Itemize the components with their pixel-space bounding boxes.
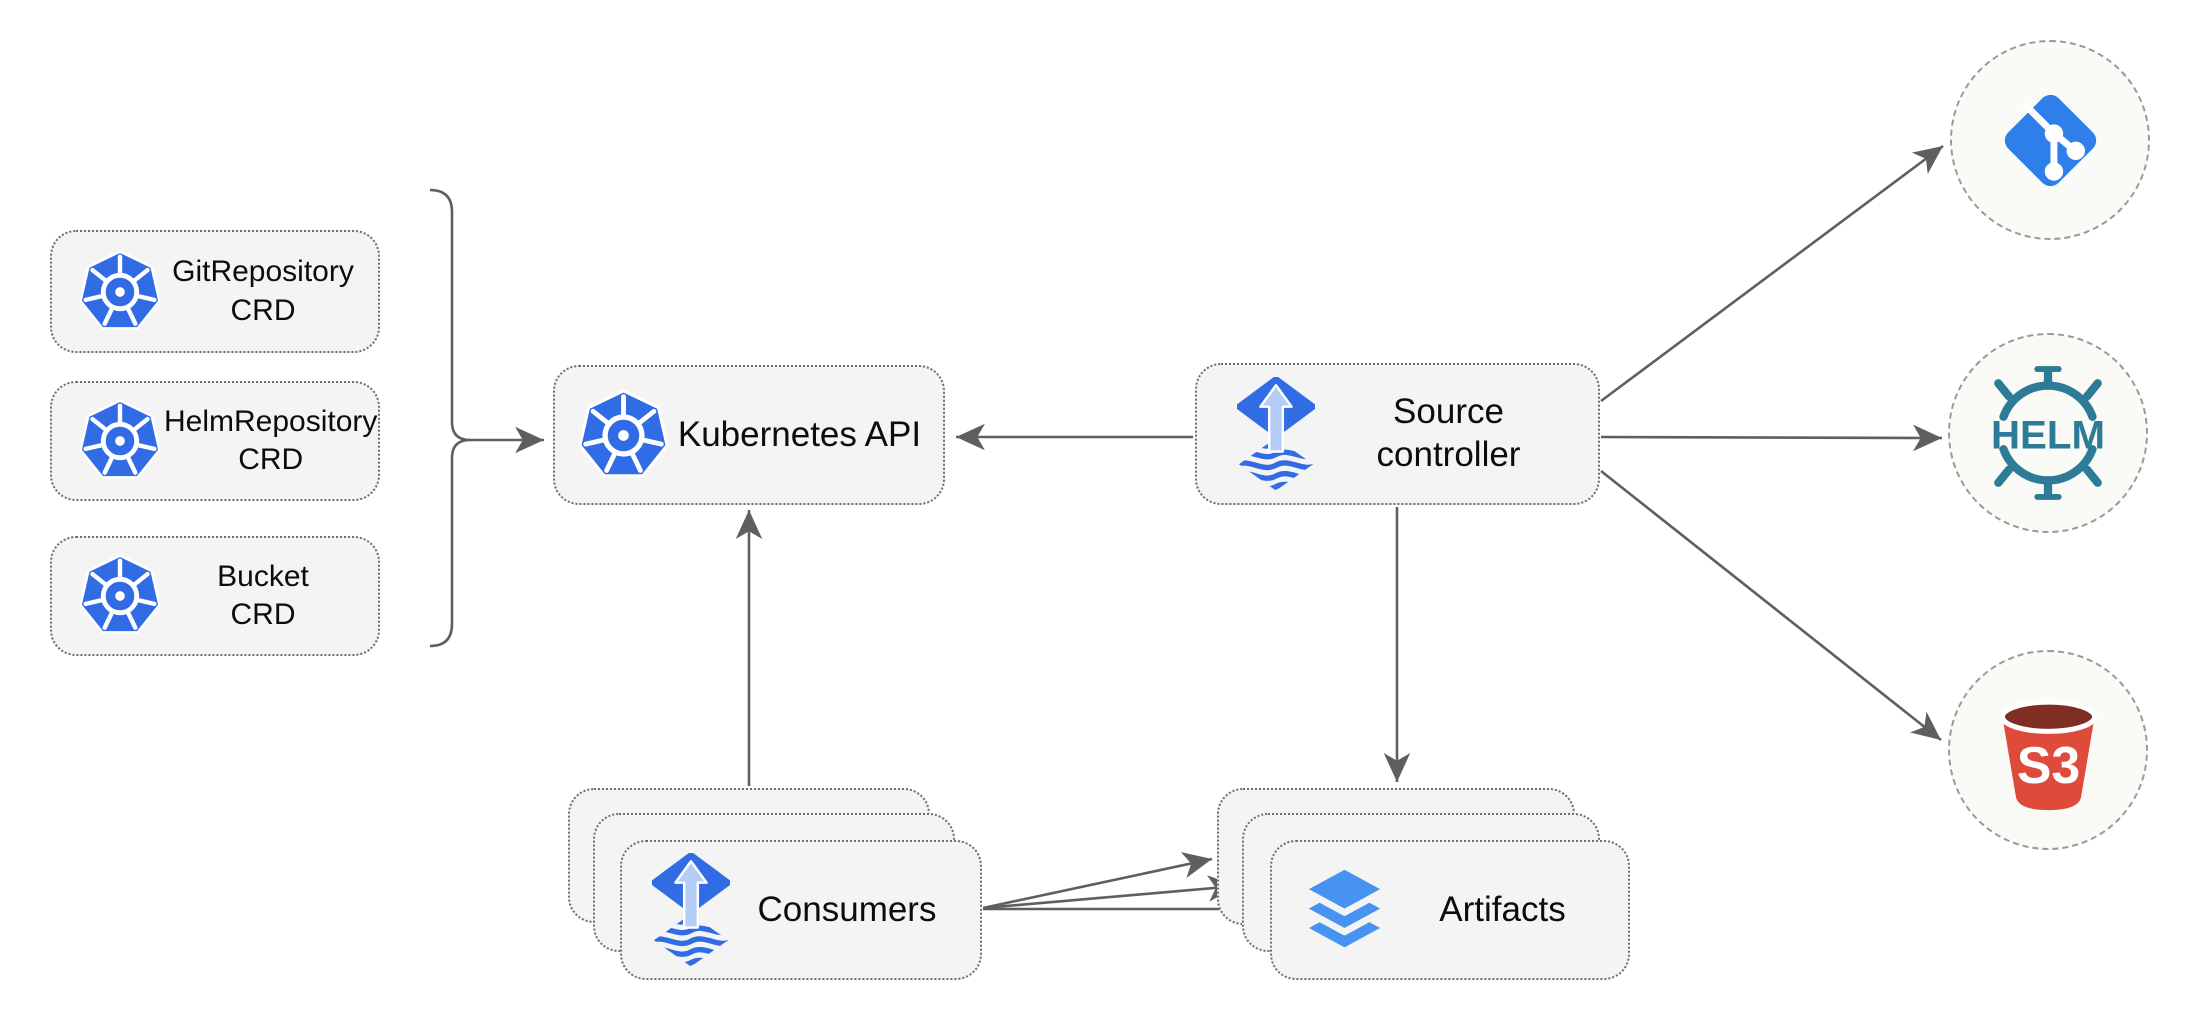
kubernetes-icon [76, 248, 164, 336]
edge-consumers-to-artifacts-1 [982, 852, 1213, 910]
node-consumers: Consumers [620, 840, 982, 980]
node-label: GitRepository CRD [172, 255, 354, 327]
node-label: Kubernetes API [677, 414, 922, 454]
node-label: Source controller [1376, 392, 1521, 474]
flux-icon [652, 853, 730, 967]
git-icon [1993, 83, 2108, 198]
layers-icon [1296, 862, 1393, 959]
node-helmrepository-crd: HelmRepository CRD [50, 381, 380, 501]
crd-group-bracket-bottom [429, 438, 471, 648]
node-label: Consumers [757, 889, 937, 929]
circle-s3: S3 [1948, 650, 2148, 850]
crd-group-bracket-top [429, 188, 544, 454]
circle-helm: HELM [1948, 333, 2148, 533]
kubernetes-icon [76, 397, 164, 485]
node-kubernetes-api: Kubernetes API [553, 365, 945, 505]
node-artifacts: Artifacts [1270, 840, 1630, 980]
helm-logo-text: HELM [1991, 412, 2105, 457]
node-label: Artifacts [1439, 889, 1566, 929]
node-label: HelmRepository CRD [164, 404, 378, 476]
edge-source-to-helm [1600, 424, 1943, 452]
edge-consumers-to-artifacts-2 [982, 875, 1238, 910]
s3-logo-text: S3 [2016, 736, 2079, 794]
node-source-controller: Source controller [1195, 363, 1600, 505]
s3-bucket-icon: S3 [1999, 699, 2097, 810]
node-bucket-crd: Bucket CRD [50, 536, 380, 656]
node-gitrepository-crd: GitRepository CRD [50, 230, 380, 353]
edge-source-to-s3 [1600, 469, 1942, 742]
kubernetes-icon [575, 387, 672, 484]
flux-icon [1237, 377, 1315, 491]
kubernetes-icon [76, 552, 164, 640]
helm-icon: HELM [1991, 366, 2105, 500]
node-label: Bucket CRD [217, 559, 309, 631]
edge-source-to-git [1600, 144, 1944, 403]
circle-git [1950, 40, 2150, 240]
